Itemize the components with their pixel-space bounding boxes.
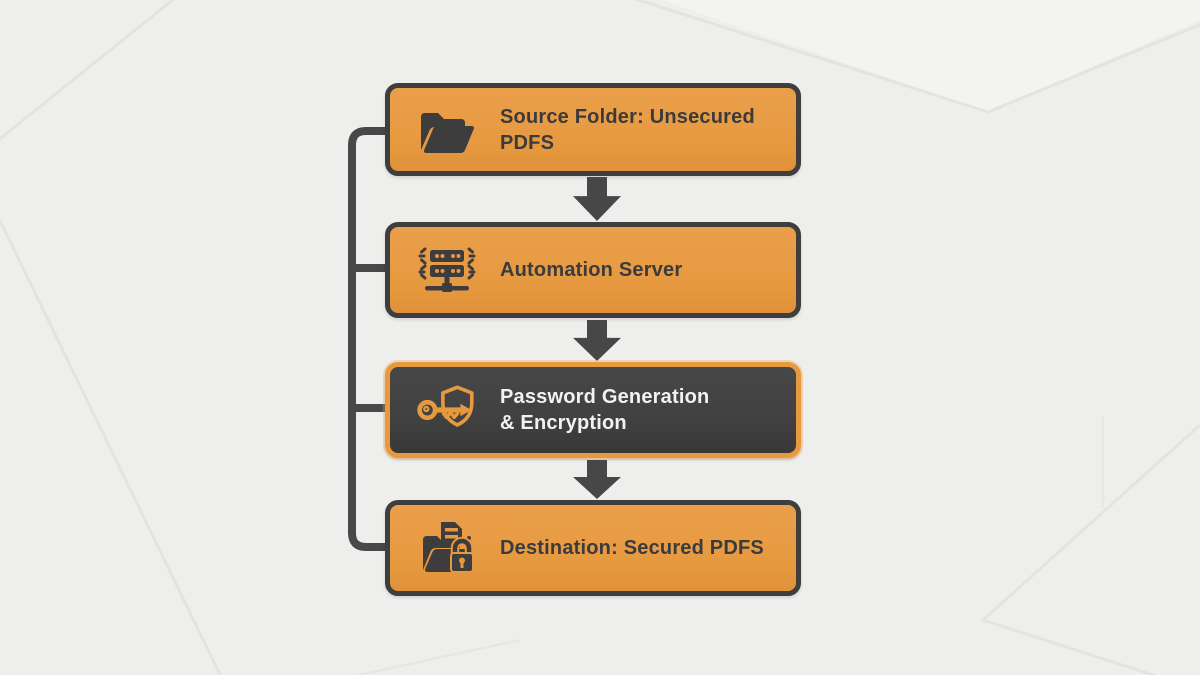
down-arrow-icon <box>573 320 621 361</box>
down-arrow-icon <box>573 177 621 221</box>
down-arrow-icon <box>573 460 621 499</box>
node-automation-server: Automation Server <box>385 222 801 318</box>
node-label: Source Folder: Unsecured PDFS <box>500 105 755 154</box>
automation-server-icon <box>406 239 488 301</box>
node-label: Destination: Secured PDFS <box>500 537 764 559</box>
node-password-encryption: Password Generation & Encryption <box>385 362 801 458</box>
node-label: Password Generation & Encryption <box>500 386 710 434</box>
key-shield-icon <box>406 379 488 441</box>
open-folder-icon <box>406 99 488 161</box>
node-label: Automation Server <box>500 259 683 281</box>
node-destination-folder: Destination: Secured PDFS <box>385 500 801 596</box>
secured-folder-icon <box>406 517 488 579</box>
node-source-folder: Source Folder: Unsecured PDFS <box>385 83 801 176</box>
